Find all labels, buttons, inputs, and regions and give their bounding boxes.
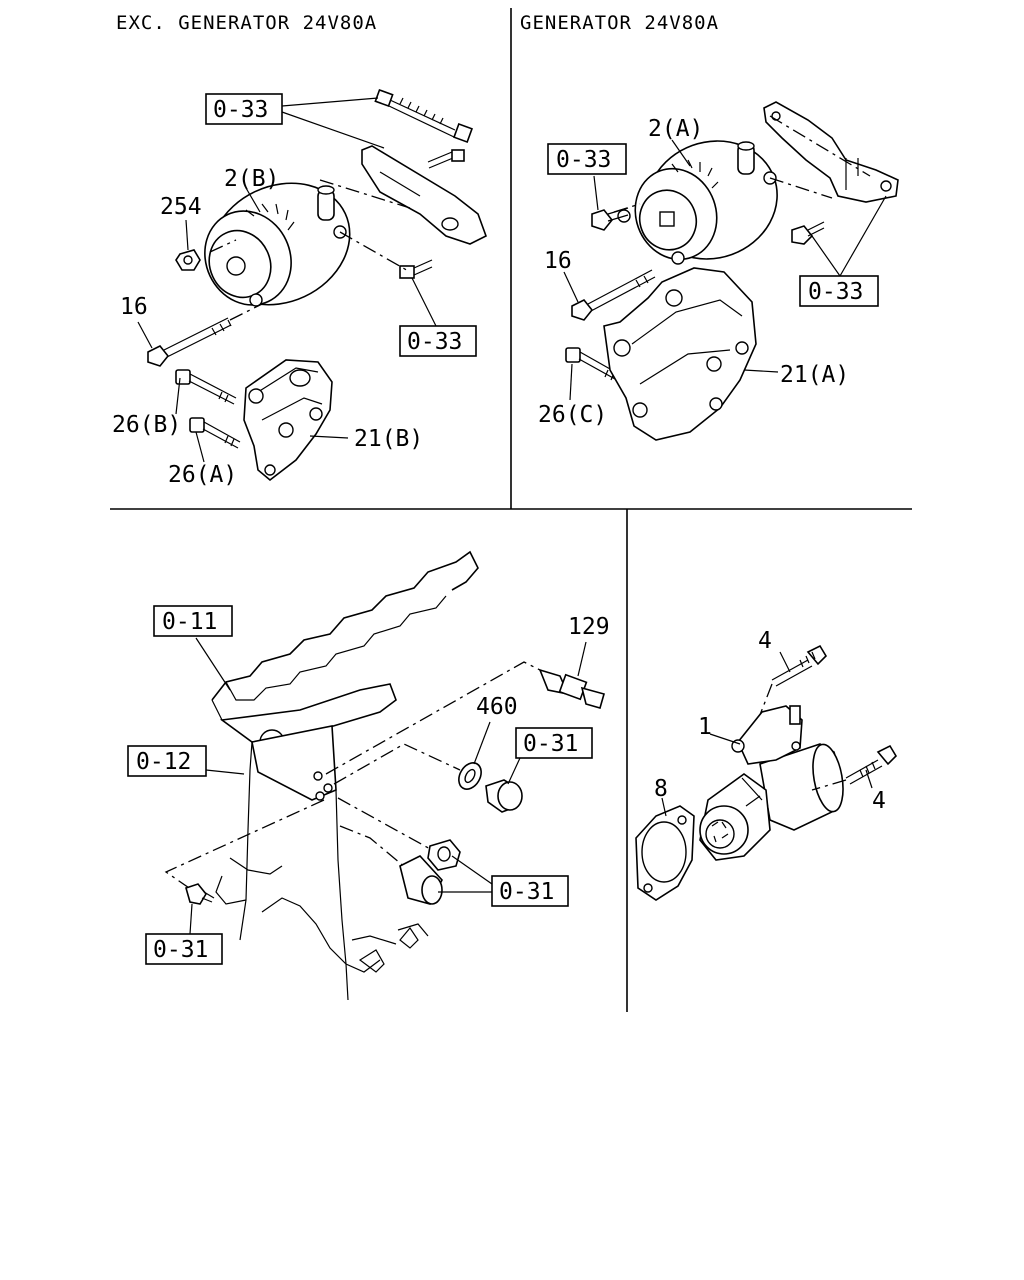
callout-1: 1 <box>698 714 712 740</box>
bolt-26a <box>189 417 241 449</box>
plate-bolt <box>427 149 465 169</box>
plug-upper <box>485 779 523 813</box>
nut-254 <box>175 249 201 271</box>
plug-cap <box>427 839 461 871</box>
ref-box-0-33-gen-right <box>799 275 879 307</box>
ref-box-0-33-top <box>205 93 283 125</box>
panel-title-generator: GENERATOR 24V80A <box>520 12 719 34</box>
callout-26c: 26(C) <box>538 402 607 428</box>
callout-254: 254 <box>160 194 202 220</box>
ref-box-0-33-lower <box>399 325 477 357</box>
callout-0-31-middle: 0-31 <box>499 879 554 905</box>
bracket-21a <box>603 267 757 441</box>
ref-box-0-33-gen-left <box>547 143 627 175</box>
bolt-16 <box>147 317 232 367</box>
cylinder-block-assembly: 0-11 0-12 129 460 0-31 0-31 0-31 <box>127 550 610 1001</box>
ref-box-0-31-right <box>515 727 593 759</box>
upper-bracket <box>763 101 899 203</box>
ref-box-0-31-middle <box>491 875 569 907</box>
block-top-edge <box>211 550 479 701</box>
top-right-assembly: 0-33 0-33 2(A) 16 26(C) 21(A) <box>538 101 899 441</box>
callout-2b: 2(B) <box>224 166 279 192</box>
starter-gasket <box>635 805 695 901</box>
adjusting-plate <box>361 145 487 245</box>
callout-0-33-top: 0-33 <box>213 97 268 123</box>
drain-plug <box>185 883 215 905</box>
callout-0-33-gen-right: 0-33 <box>808 279 863 305</box>
callout-0-31-right: 0-31 <box>523 731 578 757</box>
alternator-2b <box>204 182 351 307</box>
callout-21a: 21(A) <box>780 362 849 388</box>
bracket-bolt-right <box>791 221 825 245</box>
adjusting-bolt <box>374 88 473 143</box>
callout-16-gen: 16 <box>544 248 572 274</box>
tube-plug <box>399 855 443 905</box>
alternator-2a <box>617 140 778 265</box>
callout-0-11: 0-11 <box>162 609 217 635</box>
starter-assembly: 4 4 1 8 <box>635 628 898 901</box>
callout-21b: 21(B) <box>354 426 423 452</box>
callout-0-33-lower: 0-33 <box>407 329 462 355</box>
callout-0-12: 0-12 <box>136 749 191 775</box>
callout-8: 8 <box>654 776 668 802</box>
bracket-21b <box>243 359 333 482</box>
callout-0-33-gen-left: 0-33 <box>556 147 611 173</box>
top-left-assembly: 0-33 0-33 2(B) 254 16 26(B) 26(A) 21(B) <box>112 88 487 488</box>
callout-4-right: 4 <box>872 788 886 814</box>
callout-460: 460 <box>476 694 518 720</box>
ref-box-0-11 <box>153 605 233 637</box>
bolt-26b <box>175 369 237 405</box>
callout-26a: 26(A) <box>168 462 237 488</box>
callout-26b: 26(B) <box>112 412 181 438</box>
callout-4-top: 4 <box>758 628 772 654</box>
ref-box-0-12 <box>127 745 207 777</box>
ref-box-0-31-left <box>145 933 223 965</box>
bolt-16-gen <box>571 269 656 321</box>
sensor-129 <box>538 668 605 709</box>
panel-title-exc-generator: EXC. GENERATOR 24V80A <box>116 12 377 34</box>
starter-motor <box>699 705 844 861</box>
callout-0-31-left: 0-31 <box>153 937 208 963</box>
callout-129: 129 <box>568 614 610 640</box>
starter-bolt-right <box>845 744 898 785</box>
alt-pivot-bolt <box>591 207 629 231</box>
callout-2a: 2(A) <box>648 116 703 142</box>
starter-bolt-top <box>771 644 828 687</box>
callout-16: 16 <box>120 294 148 320</box>
